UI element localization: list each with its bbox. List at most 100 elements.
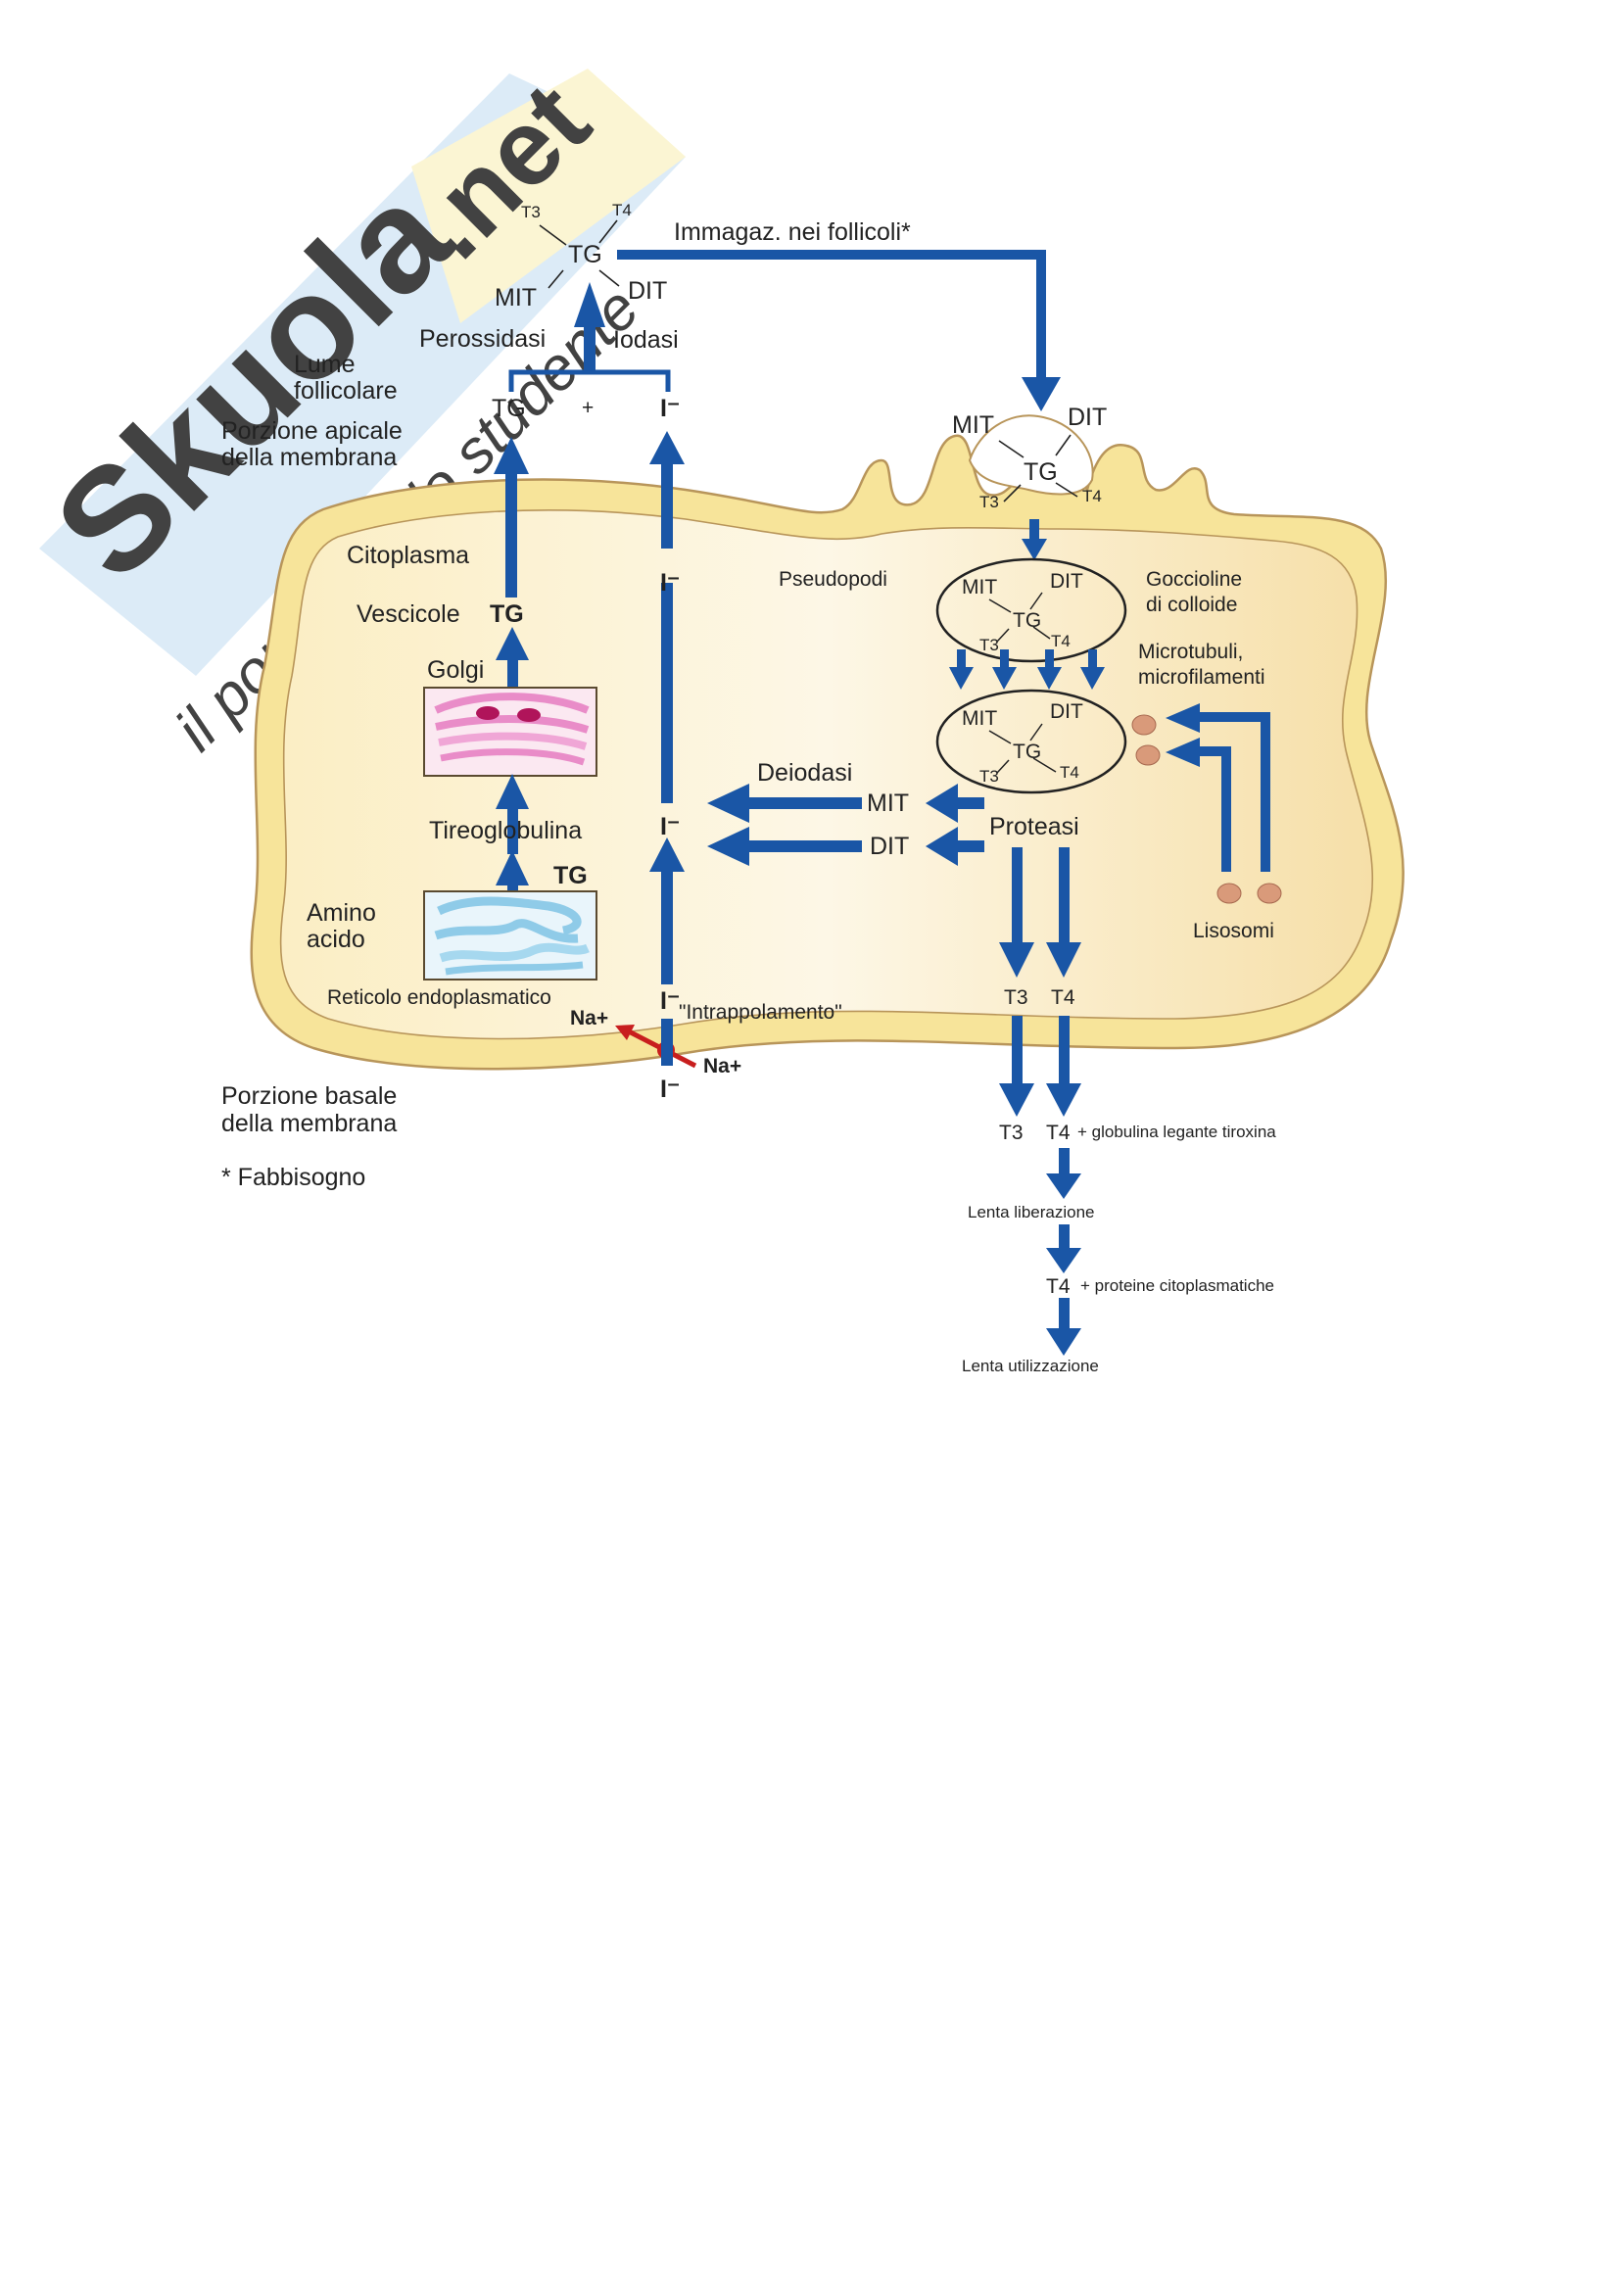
- deiodase-label: Deiodasi: [757, 759, 852, 787]
- droplet2-t3: T3: [979, 767, 999, 786]
- lysosome: [1131, 714, 1157, 736]
- blood-t4-label: T4: [1046, 1122, 1071, 1144]
- amino-acid-line1: Amino: [307, 899, 376, 927]
- cell-t4-label: T4: [1051, 986, 1075, 1009]
- iodide-marker-cytoplasm: I⁻: [660, 569, 680, 597]
- er-tg: TG: [553, 862, 588, 889]
- peroxidase-label: Perossidasi: [419, 325, 546, 353]
- t3-t4-release-arrows: [999, 847, 1081, 978]
- droplet1-tg: TG: [1013, 609, 1041, 632]
- trapping-label: "Intrappolamento": [679, 1001, 842, 1024]
- dit-recycle-arrow: [707, 827, 862, 866]
- colloid-droplet-1: MIT DIT TG T3 T4: [935, 557, 1127, 663]
- iodide-marker-basal: I⁻: [660, 1076, 680, 1103]
- protease-to-dit-arrow: [926, 827, 984, 866]
- lumen-complex-dit: DIT: [628, 277, 667, 305]
- endocytosis-arrow: [1022, 519, 1047, 560]
- pseudopods-label: Pseudopodi: [779, 568, 887, 591]
- droplet1-mit: MIT: [962, 576, 997, 598]
- droplets-label-line1: Goccioline: [1146, 568, 1242, 591]
- vesicles-tg: TG: [490, 600, 524, 628]
- deiodase-mit: MIT: [867, 789, 909, 817]
- er-label: Reticolo endoplasmatico: [327, 986, 551, 1009]
- golgi-vesicle: [476, 706, 500, 720]
- golgi-to-vesicle-arrow: [496, 627, 529, 697]
- sodium-outside-label: Na+: [703, 1055, 741, 1077]
- slow-use-label: Lenta utilizzazione: [962, 1357, 1099, 1375]
- lysosome: [1135, 744, 1161, 766]
- blood-t3-label: T3: [999, 1122, 1024, 1144]
- droplet1-t4: T4: [1051, 632, 1071, 650]
- droplet2-tg: TG: [1013, 741, 1041, 763]
- droplet2-mit: MIT: [962, 707, 997, 730]
- t4-proteins-label: + proteine citoplasmatiche: [1080, 1276, 1274, 1295]
- golgi-label: Golgi: [427, 656, 484, 684]
- cytoplasm-label: Citoplasma: [347, 542, 469, 569]
- apical-complex-dit: DIT: [1068, 404, 1107, 431]
- lumen-iodide: I⁻: [660, 395, 680, 422]
- lumen-plus: +: [582, 397, 594, 419]
- protease-to-mit-arrow: [926, 784, 984, 823]
- basal-label-line1: Porzione basale: [221, 1082, 397, 1110]
- protease-label: Proteasi: [989, 813, 1079, 840]
- t3-t4-blood-arrows: [999, 1016, 1081, 1117]
- footnote: * Fabbisogno: [221, 1164, 365, 1191]
- lumen-complex-t3: T3: [521, 203, 541, 221]
- golgi-vesicle: [517, 708, 541, 722]
- lumen-label-line1: Lume: [294, 351, 356, 378]
- droplet1-t3: T3: [979, 636, 999, 654]
- golgi-apparatus: [423, 687, 597, 777]
- lumen-tg: TG: [492, 395, 526, 422]
- apical-complex-t3: T3: [979, 493, 999, 511]
- tg-secretion-arrow: [494, 437, 529, 598]
- cell-t3-label: T3: [1004, 986, 1028, 1009]
- lysosome-transport-arrows: [1166, 703, 1270, 872]
- iodide-marker-mid: I⁻: [660, 813, 680, 840]
- tbg-binding-label: + globulina legante tiroxina: [1077, 1123, 1276, 1141]
- mit-recycle-arrow: [707, 784, 862, 823]
- deiodase-dit: DIT: [870, 833, 909, 860]
- droplet-fusion-arrows: [949, 649, 1105, 690]
- microtubules-label-line2: microfilamenti: [1138, 666, 1265, 689]
- slow-use-arrow: [1046, 1298, 1081, 1356]
- droplets-label-line2: di colloide: [1146, 594, 1237, 616]
- lumen-tg-complex: TG T3 T4 MIT DIT: [495, 201, 667, 311]
- microtubules-label-line1: Microtubuli,: [1138, 641, 1243, 663]
- colloid-droplet-2: MIT DIT TG T3 T4: [935, 689, 1127, 794]
- basal-label-line2: della membrana: [221, 1110, 397, 1137]
- iodide-pathway: [649, 431, 685, 1066]
- lumen-label-line2: follicolare: [294, 377, 398, 405]
- apical-tg-complex: MIT DIT TG T3 T4: [952, 404, 1107, 511]
- apical-label-line1: Porzione apicale: [221, 417, 403, 445]
- storage-arrow: [617, 250, 1061, 411]
- vesicles-label: Vescicole: [357, 600, 460, 628]
- droplet2-t4: T4: [1060, 763, 1079, 782]
- pseudopod-pocket: [968, 414, 1094, 496]
- sodium-inside-label: Na+: [570, 1007, 608, 1029]
- lysosome: [1216, 883, 1242, 904]
- watermark-band-yellow: [411, 69, 686, 323]
- lysosome: [1257, 883, 1282, 904]
- slow-release-label: Lenta liberazione: [968, 1203, 1094, 1221]
- apical-complex-tg: TG: [1024, 458, 1058, 486]
- amino-acid-line2: acido: [307, 926, 365, 953]
- iodase-label: Iodasi: [613, 326, 679, 354]
- apical-complex-mit: MIT: [952, 411, 994, 439]
- apical-complex-t4: T4: [1082, 487, 1102, 505]
- slow-release-arrow: [1046, 1148, 1081, 1199]
- thyroglobulin-label: Tireoglobulina: [429, 817, 582, 844]
- droplet2-dit: DIT: [1050, 700, 1083, 723]
- er-to-golgi-arrow: [496, 774, 529, 854]
- t4-proteins-sym: T4: [1046, 1275, 1071, 1298]
- iodide-marker-trap: I⁻: [660, 987, 680, 1015]
- endoplasmic-reticulum: [423, 890, 597, 981]
- apical-label-line2: della membrana: [221, 444, 397, 471]
- lysosomes: [1131, 714, 1282, 904]
- lumen-complex-t4: T4: [612, 201, 632, 219]
- iodination-junction-arrow: [508, 282, 671, 392]
- lumen-complex-mit: MIT: [495, 284, 537, 311]
- lumen-complex-tg: TG: [568, 241, 602, 268]
- storage-label: Immagaz. nei follicoli*: [674, 218, 911, 246]
- droplet1-dit: DIT: [1050, 570, 1083, 593]
